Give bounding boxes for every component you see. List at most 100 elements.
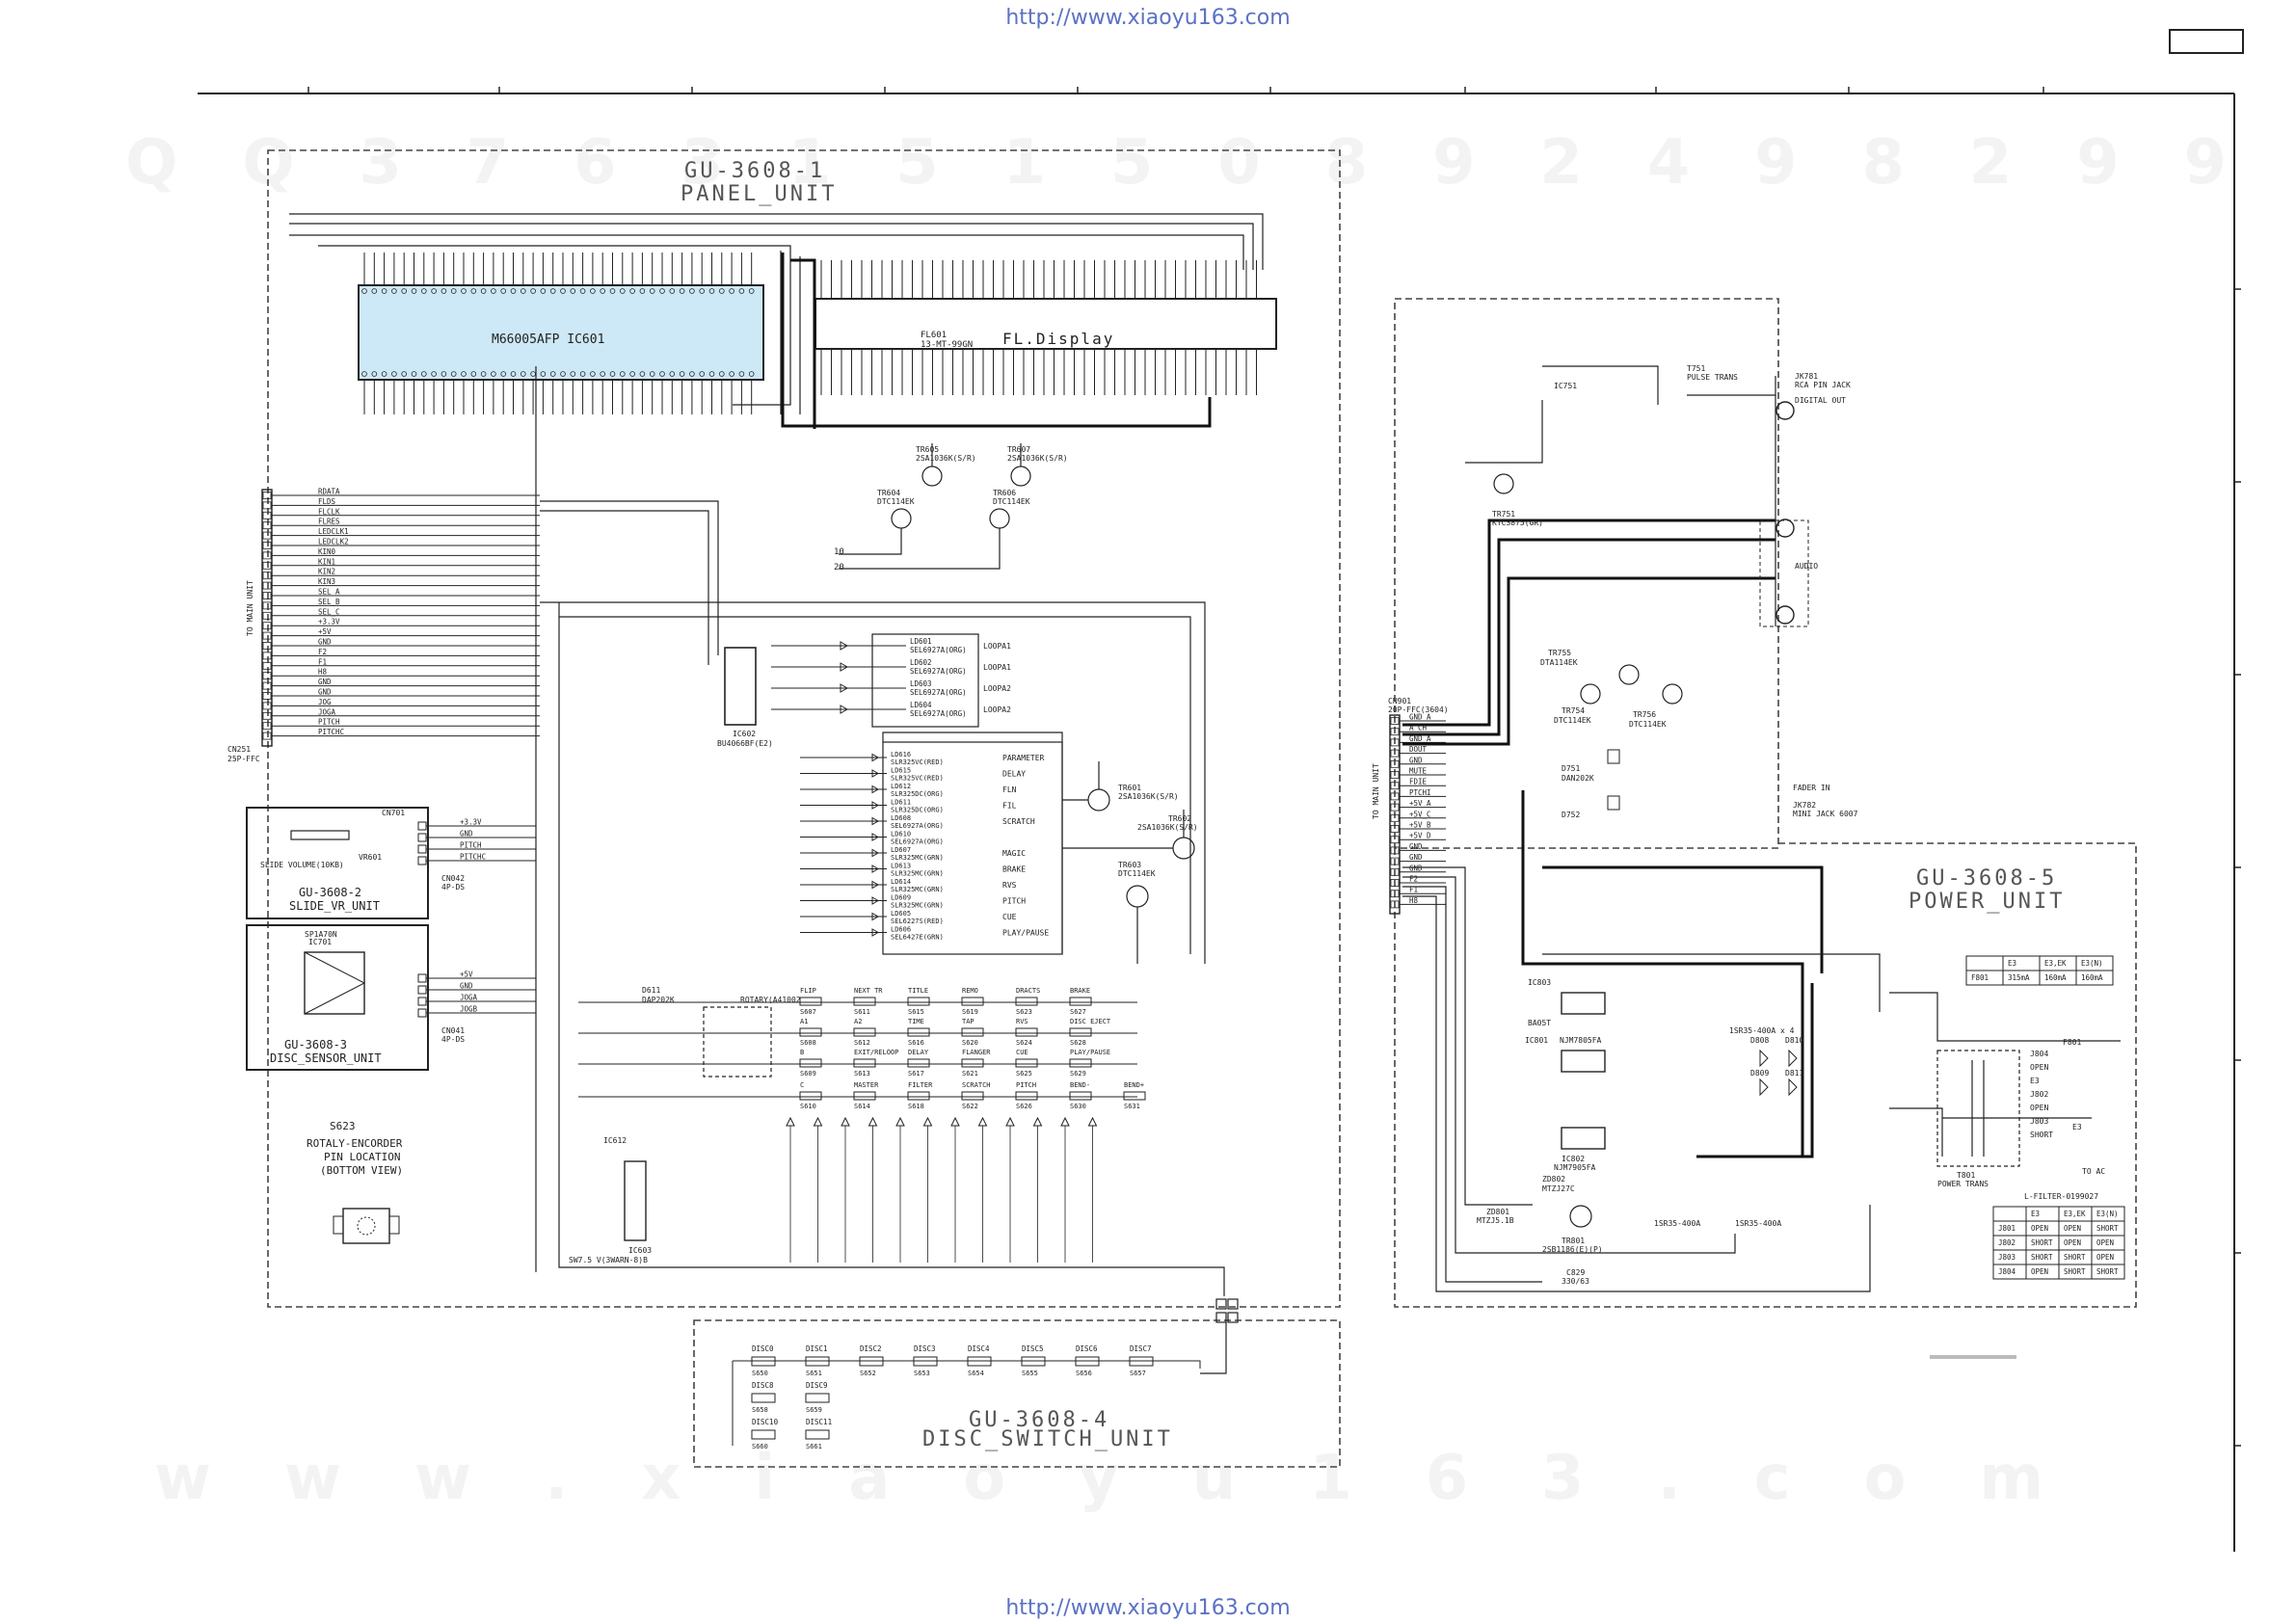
switch-label: C [800,1081,804,1089]
switch-ref: S629 [1070,1070,1086,1078]
ic601-pad-bottom [361,371,367,377]
disc-switch-unit-box [693,1319,1341,1468]
disc-switch-label: DISC6 [1076,1344,1098,1353]
diode-symbol [1032,1116,1043,1127]
jumper-table-text: OPEN [2096,1253,2114,1262]
ic601-pad-top [679,288,685,294]
led-function: LOOPA2 [983,705,1011,714]
header-url-top[interactable]: http://www.xiaoyu163.com [1005,6,1291,30]
cn251-pin [262,492,272,499]
power-pin-label: +5V_A [1409,799,1431,808]
switch-ref: S611 [854,1008,870,1016]
power-wires [1402,365,2121,1292]
slide-vr-unit-box [246,807,429,919]
switch-symbol [1069,997,1092,1006]
jumper-table-text: SHORT [2096,1224,2119,1233]
disc-switch-ref: S653 [914,1370,930,1377]
ic601-pad-top [371,288,378,294]
tr607-label: TR607 [1007,445,1030,454]
zd802-ref: ZD802 [1542,1175,1565,1184]
switch-label: DISC EJECT [1070,1018,1111,1025]
led-upper-box [871,633,979,728]
diode-symbol [1005,1116,1015,1127]
led-function: SCRATCH [1002,817,1035,826]
power-pin-label: H8 [1409,896,1419,905]
led-ref: LD603 [910,679,932,688]
led-ref: LD610 [891,831,911,838]
sensor-pin [417,1008,427,1018]
cn041-ref: CN041 [441,1026,465,1035]
tr756-ref: TR756 [1633,710,1656,719]
panel-signal-label: GND [318,678,332,686]
ic601-pad-bottom [699,371,705,377]
tr601-label: TR601 [1118,784,1141,792]
led-symbol [871,833,879,841]
sensor-pin-label: JOGB [460,1005,478,1014]
switch-symbol [907,1091,930,1101]
ic601-pad-top [748,288,755,294]
slide-pin-label: PITCHC [460,853,486,862]
led-function: RVS [1002,881,1017,890]
disc-switch-symbol [805,1429,830,1440]
led-block-upper: LD601SEL6927A(ORG)LOOPA1LD602SEL6927A(OR… [771,637,1011,718]
panel-signal-label: RDATA [318,488,340,496]
led-part: SEL6927A(ORG) [891,822,944,830]
disc-switch-label: DISC0 [752,1344,774,1353]
power-pin-label: GND_A [1409,713,1431,722]
disc-switch-label: DISC4 [968,1344,990,1353]
ic601-pad-bottom [718,371,725,377]
ic601-pad-bottom [748,371,755,377]
ic601-pad-bottom [669,371,676,377]
d752-ref: D752 [1562,811,1580,819]
cn251-pin [262,592,272,599]
panel-signal-label: GND [318,688,332,697]
panel-ground-bus [781,253,1212,428]
led-part: SLR325MC(GRN) [891,870,944,878]
disc-switch-label: DISC2 [860,1344,882,1353]
disc-switch-label: DISC3 [914,1344,936,1353]
ic601-pad-top [491,288,496,294]
ic601-pad-bottom [590,371,596,377]
ic803-sub: BA05T [1528,1019,1551,1027]
footer-url-bottom[interactable]: http://www.xiaoyu163.com [1005,1596,1291,1620]
jumper-table-text: J803 [1998,1253,2016,1262]
ic612-label: IC612 [603,1136,627,1145]
ic801-sub: NJM7805FA [1560,1036,1602,1045]
led-part: SEL6227S(RED) [891,918,944,925]
jumper-table-text: E3,EK [2064,1210,2086,1218]
switch-label: DRACTS [1016,987,1040,995]
switch-ref: S625 [1016,1070,1032,1078]
zd802-sub: MTZJ27C [1542,1184,1575,1193]
power-pin [1390,771,1400,779]
power-pin-label: FDIE [1409,778,1428,786]
led-part: SEL6927A(ORG) [910,667,967,676]
ic601-pad-bottom [371,371,378,377]
switch-symbol [1069,1027,1092,1037]
ic601-pad-bottom [510,371,517,377]
d801-label: 1SR35-400A x 4 [1729,1026,1795,1035]
j803-short: SHORT [2030,1131,2053,1139]
power-pin [1390,836,1400,844]
d807-label: 1SR35-400A [1735,1219,1781,1228]
led-symbol [840,641,849,651]
jumper-table-text: E3(N) [2096,1210,2119,1218]
switch-ref: S608 [800,1039,816,1047]
ic601-pad-top [420,288,427,294]
slide-pin-label: GND [460,830,473,838]
power-unit-box [1394,842,2137,1308]
fl601-sub: 13-MT-99GN [921,340,973,350]
slide-vr-title2: SLIDE_VR_UNIT [289,899,380,913]
ic601-pad-top [401,288,408,294]
ic601-pad-bottom [520,371,526,377]
ic601-pad-bottom [708,371,715,377]
led-function: LOOPA1 [983,642,1011,651]
cn042-ref: CN042 [441,874,465,883]
tr606-label: TR606 [993,489,1016,497]
switch-ref: S620 [962,1039,978,1047]
power-to-main-label: TO MAIN UNIT [1372,763,1380,819]
slide-pin [417,833,427,842]
ic601-pad-bottom [420,371,427,377]
cn251-pin [262,661,272,670]
cn251-pin [262,601,272,610]
